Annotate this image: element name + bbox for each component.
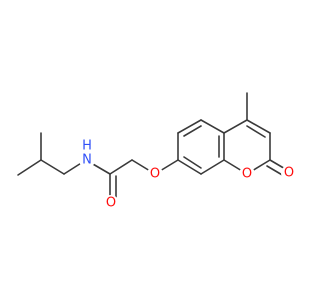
carbonyl-oxygen-label: O [284, 166, 294, 181]
bond-c6-c5 [177, 119, 202, 134]
ring-oxygen-label: O [242, 167, 252, 182]
atom-carbonyl-oxygen: O [281, 165, 297, 181]
molecule-drawing: N H O O O O [17, 92, 297, 211]
amide-oxygen-label: O [106, 196, 116, 211]
bond-methyl1-ch [17, 159, 42, 176]
bond-c4a-c4 [223, 119, 248, 134]
atom-ether-oxygen: O [147, 166, 163, 182]
bond-c8-c7-inner [183, 156, 202, 169]
bond-carbonyl-c-ch2 [109, 159, 133, 175]
nitrogen-label: N [82, 153, 92, 168]
bond-c5-c4a [200, 119, 225, 134]
structure-canvas: N H O O O O [17, 92, 297, 211]
nitrogen-hydrogen-label: H [82, 139, 92, 154]
bond-layer [17, 92, 288, 202]
bond-c4-c3 [246, 119, 271, 134]
atom-amide-oxygen: O [103, 195, 119, 211]
bond-c4-c3-inner [246, 125, 266, 138]
bond-c8-c7 [177, 159, 202, 175]
atom-layer: N H O O O O [79, 139, 297, 211]
bond-c6-c5-inner [183, 125, 202, 137]
atom-nitrogen: N H [79, 139, 95, 168]
ether-oxygen-label: O [150, 167, 160, 182]
bond-c8a-c8 [200, 159, 225, 175]
bond-ch-ch2 [40, 159, 65, 175]
atom-ring-oxygen: O [239, 166, 255, 182]
